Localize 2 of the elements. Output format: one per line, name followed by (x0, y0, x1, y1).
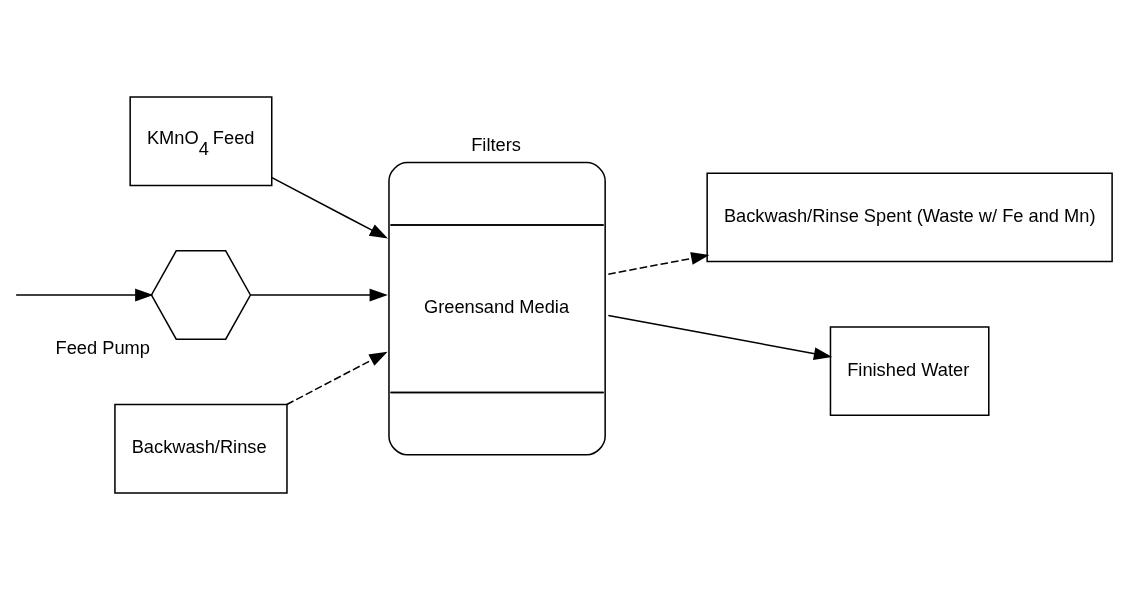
node-label: Feed Pump (55, 336, 150, 358)
node-label: Filters (471, 134, 521, 156)
